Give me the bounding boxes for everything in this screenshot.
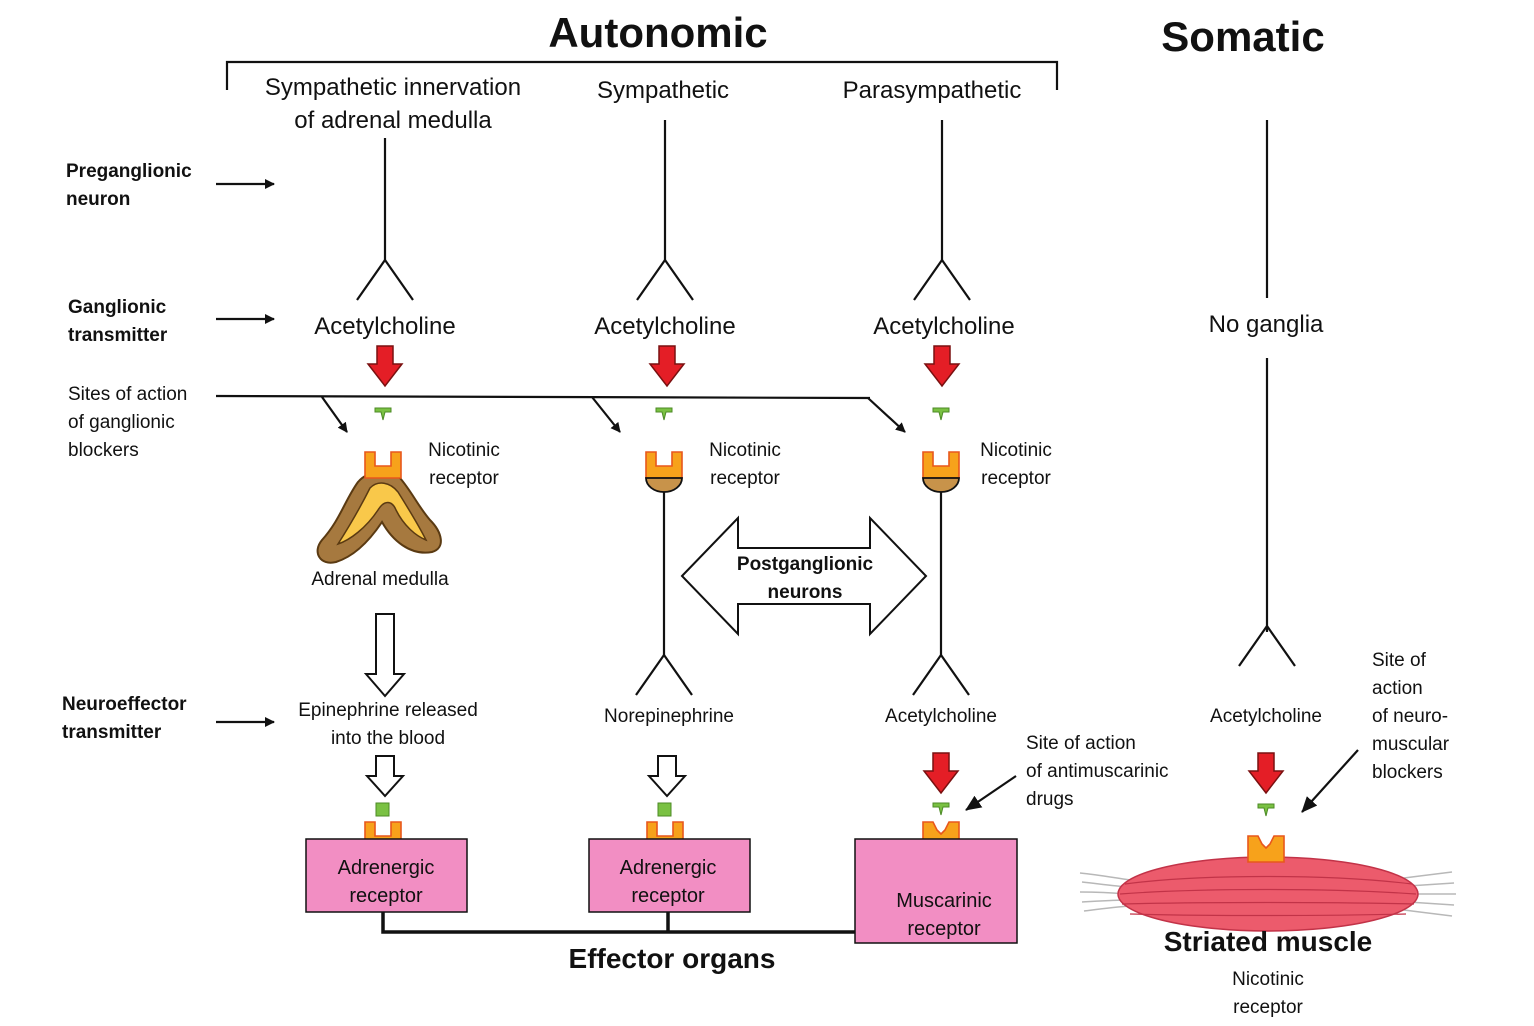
red-down-arrow-icon <box>649 345 685 387</box>
acetylcholine-ligand-icon <box>1257 803 1275 817</box>
column-header-adrenal-line2: of adrenal medulla <box>294 107 492 134</box>
neuromuscular-label-line4: muscular <box>1372 734 1450 755</box>
parasympathetic-acetylcholine-label: Acetylcholine <box>885 706 997 727</box>
hollow-down-arrow-icon <box>366 755 404 797</box>
acetylcholine-ligand-icon <box>374 407 392 421</box>
nicotinic-receptor-icon <box>364 451 402 479</box>
nicotinic-receptor-icon <box>645 451 683 479</box>
row-label-sites-line2: of ganglionic <box>68 412 175 433</box>
row-label-sites-line1: Sites of action <box>68 384 187 405</box>
nicotinic-receptor-label-sympathetic-line2: receptor <box>710 468 780 489</box>
autonomic-title: Autonomic <box>548 9 767 56</box>
synaptic-fork-parasympathetic-post <box>911 653 971 697</box>
adrenal-medulla-label: Adrenal medulla <box>311 569 449 590</box>
red-down-arrow-icon <box>367 345 403 387</box>
effector-box-adrenergic-1-line1: Adrenergic <box>338 857 435 879</box>
effector-box-adrenergic-2 <box>588 838 751 913</box>
neuromuscular-pointer-arrow <box>1301 749 1359 813</box>
hollow-down-arrow-icon <box>365 613 405 697</box>
synaptic-fork-adrenal <box>355 258 415 302</box>
effector-box-muscarinic-line1: Muscarinic <box>896 890 992 912</box>
somatic-acetylcholine-label: Acetylcholine <box>1210 706 1322 727</box>
effector-box-adrenergic-2-line2: receptor <box>631 885 705 907</box>
epinephrine-label-line1: Epinephrine released <box>298 700 478 721</box>
ganglion-cell-body-icon <box>922 477 960 493</box>
effector-organs-connector <box>381 912 855 934</box>
muscle-receptor-label-line2: receptor <box>1233 997 1303 1018</box>
effector-box-muscarinic-line2: receptor <box>907 918 981 940</box>
neuromuscular-label-line2: action <box>1372 678 1423 699</box>
nicotinic-receptor-label-parasympathetic-line2: receptor <box>981 468 1051 489</box>
red-down-arrow-icon <box>1248 752 1284 794</box>
striated-muscle-icon <box>1079 856 1456 932</box>
column-header-adrenal-line1: Sympathetic innervation <box>265 74 521 101</box>
adrenal-medulla-icon <box>316 471 442 564</box>
epinephrine-label-line2: into the blood <box>331 728 445 749</box>
neuromuscular-label-line3: of neuro- <box>1372 706 1448 727</box>
acetylcholine-ligand-icon <box>655 407 673 421</box>
ganglionic-transmitter-adrenal: Acetylcholine <box>314 313 455 340</box>
nicotinic-receptor-label-parasympathetic-line1: Nicotinic <box>980 440 1052 461</box>
norepinephrine-ligand-icon <box>657 802 672 817</box>
synaptic-fork-sympathetic-post <box>634 653 694 697</box>
red-down-arrow-icon <box>923 752 959 794</box>
nicotinic-receptor-label-sympathetic-line1: Nicotinic <box>709 440 781 461</box>
ganglion-cell-body-icon <box>645 477 683 493</box>
antimuscarinic-label-line2: of antimuscarinic <box>1026 761 1169 782</box>
nicotinic-receptor-label-adrenal-line2: receptor <box>429 468 499 489</box>
epinephrine-ligand-icon <box>375 802 390 817</box>
no-ganglia-label: No ganglia <box>1209 311 1324 338</box>
row-label-preganglionic-line2: neuron <box>66 189 130 210</box>
ganglionic-blocker-line <box>215 394 871 400</box>
ganglionic-transmitter-parasympathetic: Acetylcholine <box>873 313 1014 340</box>
column-header-sympathetic: Sympathetic <box>597 77 729 104</box>
ganglionic-transmitter-sympathetic: Acetylcholine <box>594 313 735 340</box>
effector-box-adrenergic-1-line2: receptor <box>349 885 423 907</box>
synaptic-fork-parasympathetic <box>912 258 972 302</box>
column-header-parasympathetic: Parasympathetic <box>843 77 1022 104</box>
effector-box-muscarinic <box>854 838 1018 944</box>
double-headed-arrow-icon <box>680 515 928 637</box>
somatic-title: Somatic <box>1161 13 1324 60</box>
postganglionic-label-line1: Postganglionic <box>737 554 874 575</box>
blocker-arrow-sympathetic <box>591 396 621 433</box>
red-down-arrow-icon <box>924 345 960 387</box>
blocker-arrow-adrenal <box>321 396 348 433</box>
row-label-ganglionic-line2: transmitter <box>68 325 168 346</box>
nicotinic-receptor-icon <box>1247 835 1285 863</box>
hollow-down-arrow-icon <box>648 755 686 797</box>
row-label-sites-line3: blockers <box>68 440 139 461</box>
muscle-receptor-label-line1: Nicotinic <box>1232 969 1304 990</box>
nicotinic-receptor-icon <box>922 451 960 479</box>
row-label-ganglionic-line1: Ganglionic <box>68 297 167 318</box>
acetylcholine-ligand-icon <box>932 802 950 816</box>
row-label-neuroeffector-line1: Neuroeffector <box>62 694 187 715</box>
autonomic-bracket <box>225 60 1059 90</box>
norepinephrine-label: Norepinephrine <box>604 706 734 727</box>
antimuscarinic-pointer-arrow <box>965 775 1017 811</box>
nicotinic-receptor-label-adrenal-line1: Nicotinic <box>428 440 500 461</box>
effector-organs-label: Effector organs <box>569 943 776 974</box>
antimuscarinic-label-line1: Site of action <box>1026 733 1136 754</box>
acetylcholine-ligand-icon <box>932 407 950 421</box>
row-label-neuroeffector-line2: transmitter <box>62 722 162 743</box>
postganglionic-label-line2: neurons <box>768 582 843 603</box>
effector-box-adrenergic-1 <box>305 838 468 913</box>
row-label-preganglionic-line1: Preganglionic <box>66 161 192 182</box>
synaptic-fork-sympathetic <box>635 258 695 302</box>
striated-muscle-label: Striated muscle <box>1164 926 1373 957</box>
neuromuscular-label-line5: blockers <box>1372 762 1443 783</box>
antimuscarinic-label-line3: drugs <box>1026 789 1074 810</box>
neuromuscular-label-line1: Site of <box>1372 650 1427 671</box>
blocker-arrow-parasympathetic <box>867 397 906 433</box>
effector-box-adrenergic-2-line1: Adrenergic <box>620 857 717 879</box>
